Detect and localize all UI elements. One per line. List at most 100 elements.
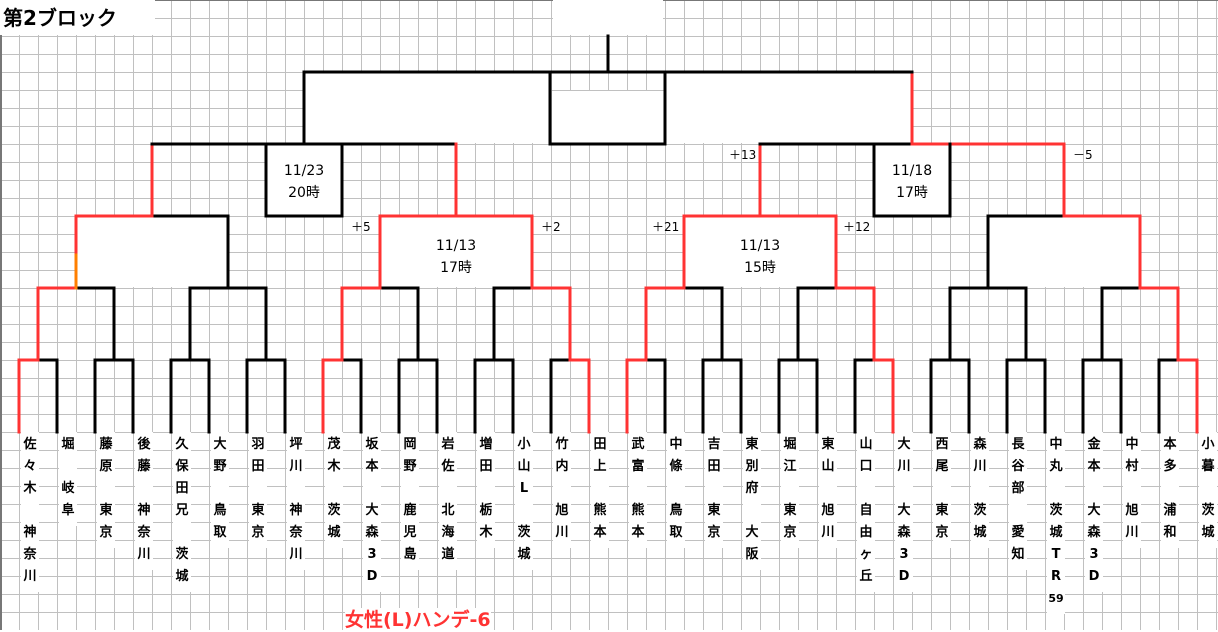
player-name-char: 熊	[631, 503, 645, 518]
player-name-char: D	[1088, 569, 1100, 584]
player-entry: 森川茨城	[971, 432, 989, 548]
player-name-char: 富	[631, 459, 645, 474]
player-name-char: 吉	[707, 437, 721, 452]
player-name-char	[59, 456, 77, 478]
player-name-char: 城	[175, 569, 189, 584]
player-name-char: 佐	[23, 437, 37, 452]
player-name-char: 茂	[327, 437, 341, 452]
player-name-char: 茨	[973, 503, 987, 518]
player-name-char: 児	[403, 525, 417, 540]
player-name-char	[401, 478, 419, 500]
player-name-char: 熊	[593, 503, 607, 518]
player-entry: 中條鳥取	[667, 432, 685, 548]
player-name-char: 道	[441, 547, 455, 562]
player-name-char: 々	[23, 459, 37, 474]
player-name-char: 坂	[365, 437, 379, 452]
player-entry: 坪川神奈川	[287, 432, 305, 570]
player-name-char: 中	[1125, 437, 1139, 452]
frame-left-border	[0, 0, 2, 630]
player-name-char: 本	[631, 525, 645, 540]
player-name-char: 佐	[441, 459, 455, 474]
match-date: 11/23	[283, 163, 325, 179]
player-entry: 東別府大阪	[743, 432, 761, 570]
player-name-char	[781, 478, 799, 500]
player-name-char: 原	[99, 459, 113, 474]
player-name-char: 城	[327, 525, 341, 540]
match-date: 11/18	[891, 163, 933, 179]
player-entry: 岩佐北海道	[439, 432, 457, 570]
player-name-char	[667, 478, 685, 500]
player-name-char	[97, 478, 115, 500]
player-entry: 武富熊本	[629, 432, 647, 548]
player-name-char: 川	[137, 547, 151, 562]
player-name-char: 暮	[1201, 459, 1215, 474]
match-date: 11/13	[435, 238, 477, 254]
player-name-char: 大	[365, 503, 379, 518]
match-box-right-final	[875, 145, 949, 215]
player-name-char	[363, 478, 381, 500]
player-entry: 山口自由ヶ丘	[857, 432, 875, 592]
player-name-char	[1199, 478, 1217, 500]
champion-cell	[553, 0, 663, 35]
player-name-char: 川	[289, 547, 303, 562]
player-name-char: 島	[403, 547, 417, 562]
player-name-char	[1161, 478, 1179, 500]
player-name-char: 田	[707, 459, 721, 474]
player-name-char: 自	[859, 503, 873, 518]
player-name-char	[1085, 478, 1103, 500]
player-entry: 本多浦和	[1161, 432, 1179, 548]
player-name-char	[857, 478, 875, 500]
player-name-char: 上	[593, 459, 607, 474]
player-name-char: 田	[593, 437, 607, 452]
player-name-char: 田	[175, 481, 189, 496]
player-name-char: 野	[213, 459, 227, 474]
player-name-char: 京	[707, 525, 721, 540]
match-info-right-semi: 11/13 15時	[684, 235, 836, 279]
player-name-char: 神	[289, 503, 303, 518]
player-entry: 藤原東京	[97, 432, 115, 548]
player-name-char: 東	[821, 437, 835, 452]
match-time: 20時	[288, 185, 320, 201]
player-name-char: 木	[479, 525, 493, 540]
player-name-char: 木	[23, 481, 37, 496]
player-name-char: 本	[593, 525, 607, 540]
final-area-center	[552, 91, 664, 143]
player-name-char	[477, 478, 495, 500]
player-name-char: 條	[669, 459, 683, 474]
player-name-char: 奈	[289, 525, 303, 540]
player-name-char	[933, 478, 951, 500]
player-name-char: 西	[935, 437, 949, 452]
player-name-char: L	[519, 481, 529, 496]
player-name-char: 大	[897, 437, 911, 452]
player-name-char: 北	[441, 503, 455, 518]
player-name-char: 丸	[1049, 459, 1063, 474]
area-r3-d	[989, 217, 1139, 287]
player-entry: 堀江東京	[781, 432, 799, 548]
player-name-char: 増	[479, 437, 493, 452]
player-name-char: 大	[213, 437, 227, 452]
player-name-char: 別	[745, 459, 759, 474]
score-diff: ＋12	[843, 220, 871, 234]
player-name-char: 取	[669, 525, 683, 540]
player-name-char	[629, 478, 647, 500]
player-name-char: 鳥	[669, 503, 683, 518]
score-diff: ＋21	[652, 220, 680, 234]
player-name-char: 岩	[441, 437, 455, 452]
player-name-char	[971, 478, 989, 500]
player-name-char: 阜	[61, 503, 75, 518]
player-name-char: 尾	[935, 459, 949, 474]
player-name-char	[287, 478, 305, 500]
player-name-char: 川	[897, 459, 911, 474]
player-name-char: 江	[783, 459, 797, 474]
player-entry: 西尾東京	[933, 432, 951, 548]
player-name-char	[515, 500, 533, 522]
player-name-char: 阪	[745, 547, 759, 562]
player-entry: 長谷部愛知	[1009, 432, 1027, 570]
score-diff: ＋5	[351, 220, 371, 234]
player-name-char: 山	[517, 459, 531, 474]
player-name-char: 川	[555, 525, 569, 540]
match-date: 11/13	[739, 238, 781, 254]
player-name-char: 本	[1087, 459, 1101, 474]
player-name-char: 茨	[175, 547, 189, 562]
